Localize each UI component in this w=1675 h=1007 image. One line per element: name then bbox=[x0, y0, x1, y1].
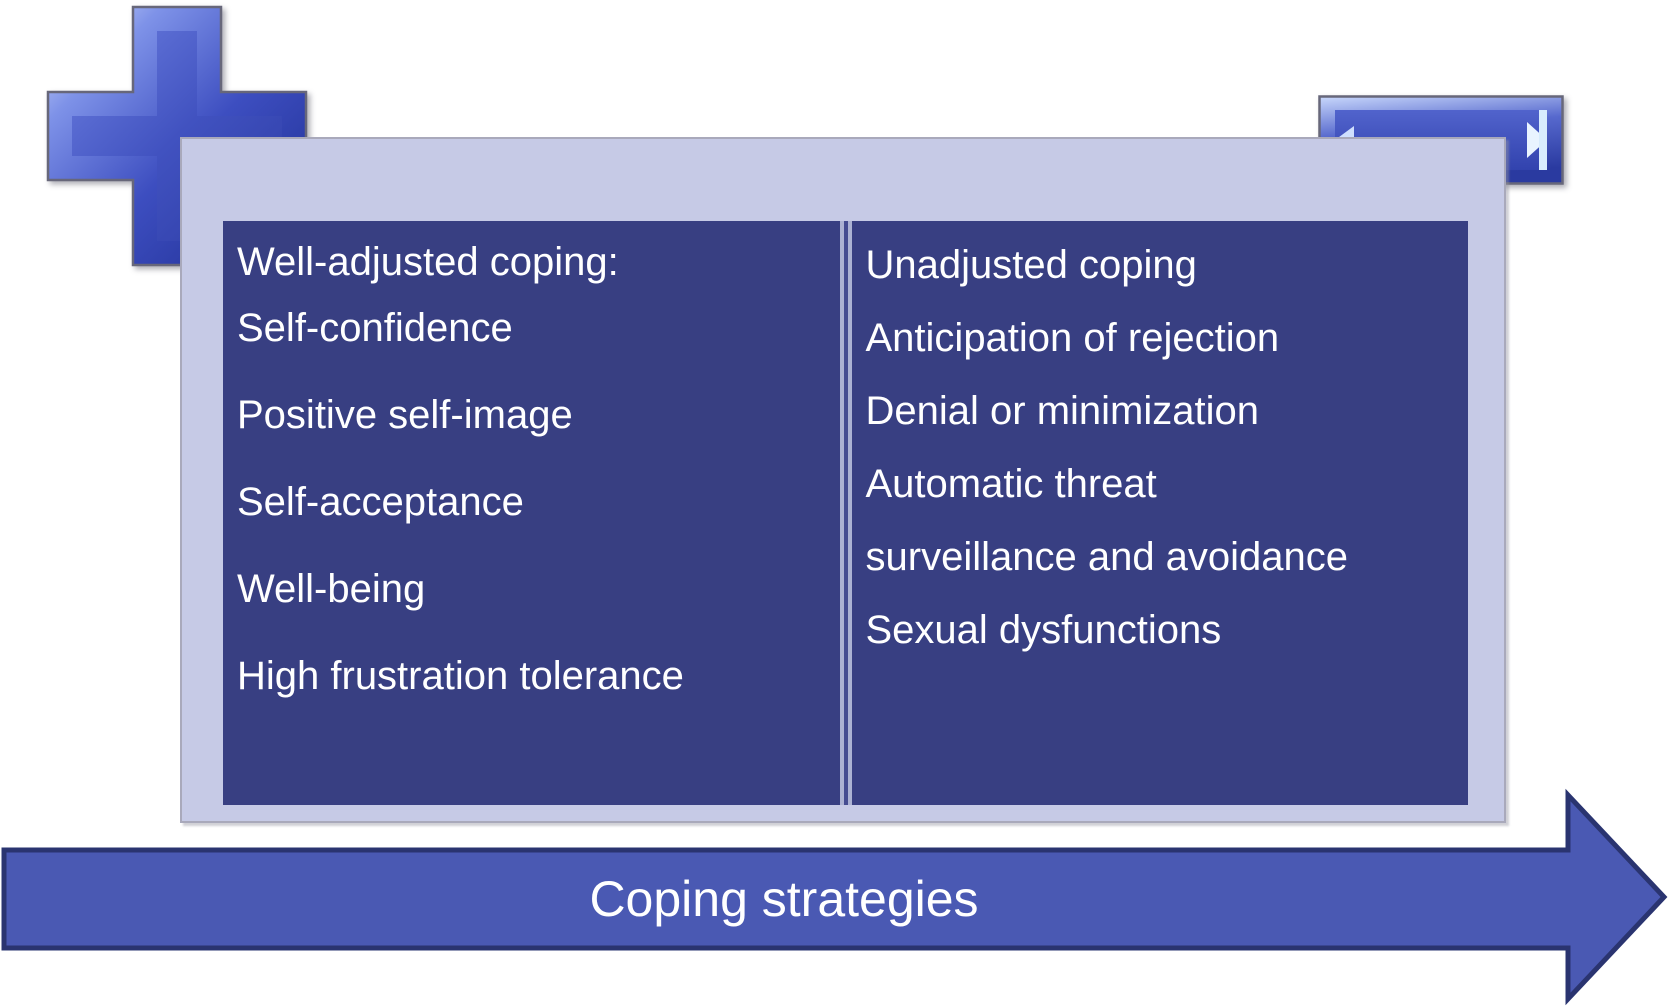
panel-line: surveillance and avoidance bbox=[865, 535, 1349, 579]
panel-line: High frustration tolerance bbox=[237, 654, 684, 698]
panel-line: Sexual dysfunctions bbox=[865, 608, 1222, 652]
panel-line: Well-adjusted coping: bbox=[237, 240, 619, 284]
panel-divider bbox=[839, 221, 852, 805]
well-adjusted-panel: Well-adjusted coping: Self-confidence Po… bbox=[223, 221, 840, 805]
panel-line: Anticipation of rejection bbox=[865, 316, 1280, 360]
coping-board: Well-adjusted coping: Self-confidence Po… bbox=[180, 137, 1506, 823]
panel-line: Unadjusted coping bbox=[865, 243, 1197, 287]
panel-line: Positive self-image bbox=[237, 393, 573, 437]
panel-line: Denial or minimization bbox=[865, 389, 1259, 433]
arrow-label: Coping strategies bbox=[589, 871, 979, 927]
arrow-shape bbox=[1, 788, 1668, 1006]
panel-paragraph: Well-adjusted coping: Self-confidence bbox=[237, 229, 826, 361]
panel-line: Self-confidence bbox=[237, 306, 513, 350]
panel-line: Self-acceptance bbox=[237, 480, 524, 524]
coping-arrow bbox=[1, 788, 1668, 1006]
panel-line: Well-being bbox=[237, 567, 426, 611]
unadjusted-panel: Unadjusted coping Anticipation of reject… bbox=[851, 221, 1468, 805]
panel-line: Automatic threat bbox=[865, 462, 1157, 506]
